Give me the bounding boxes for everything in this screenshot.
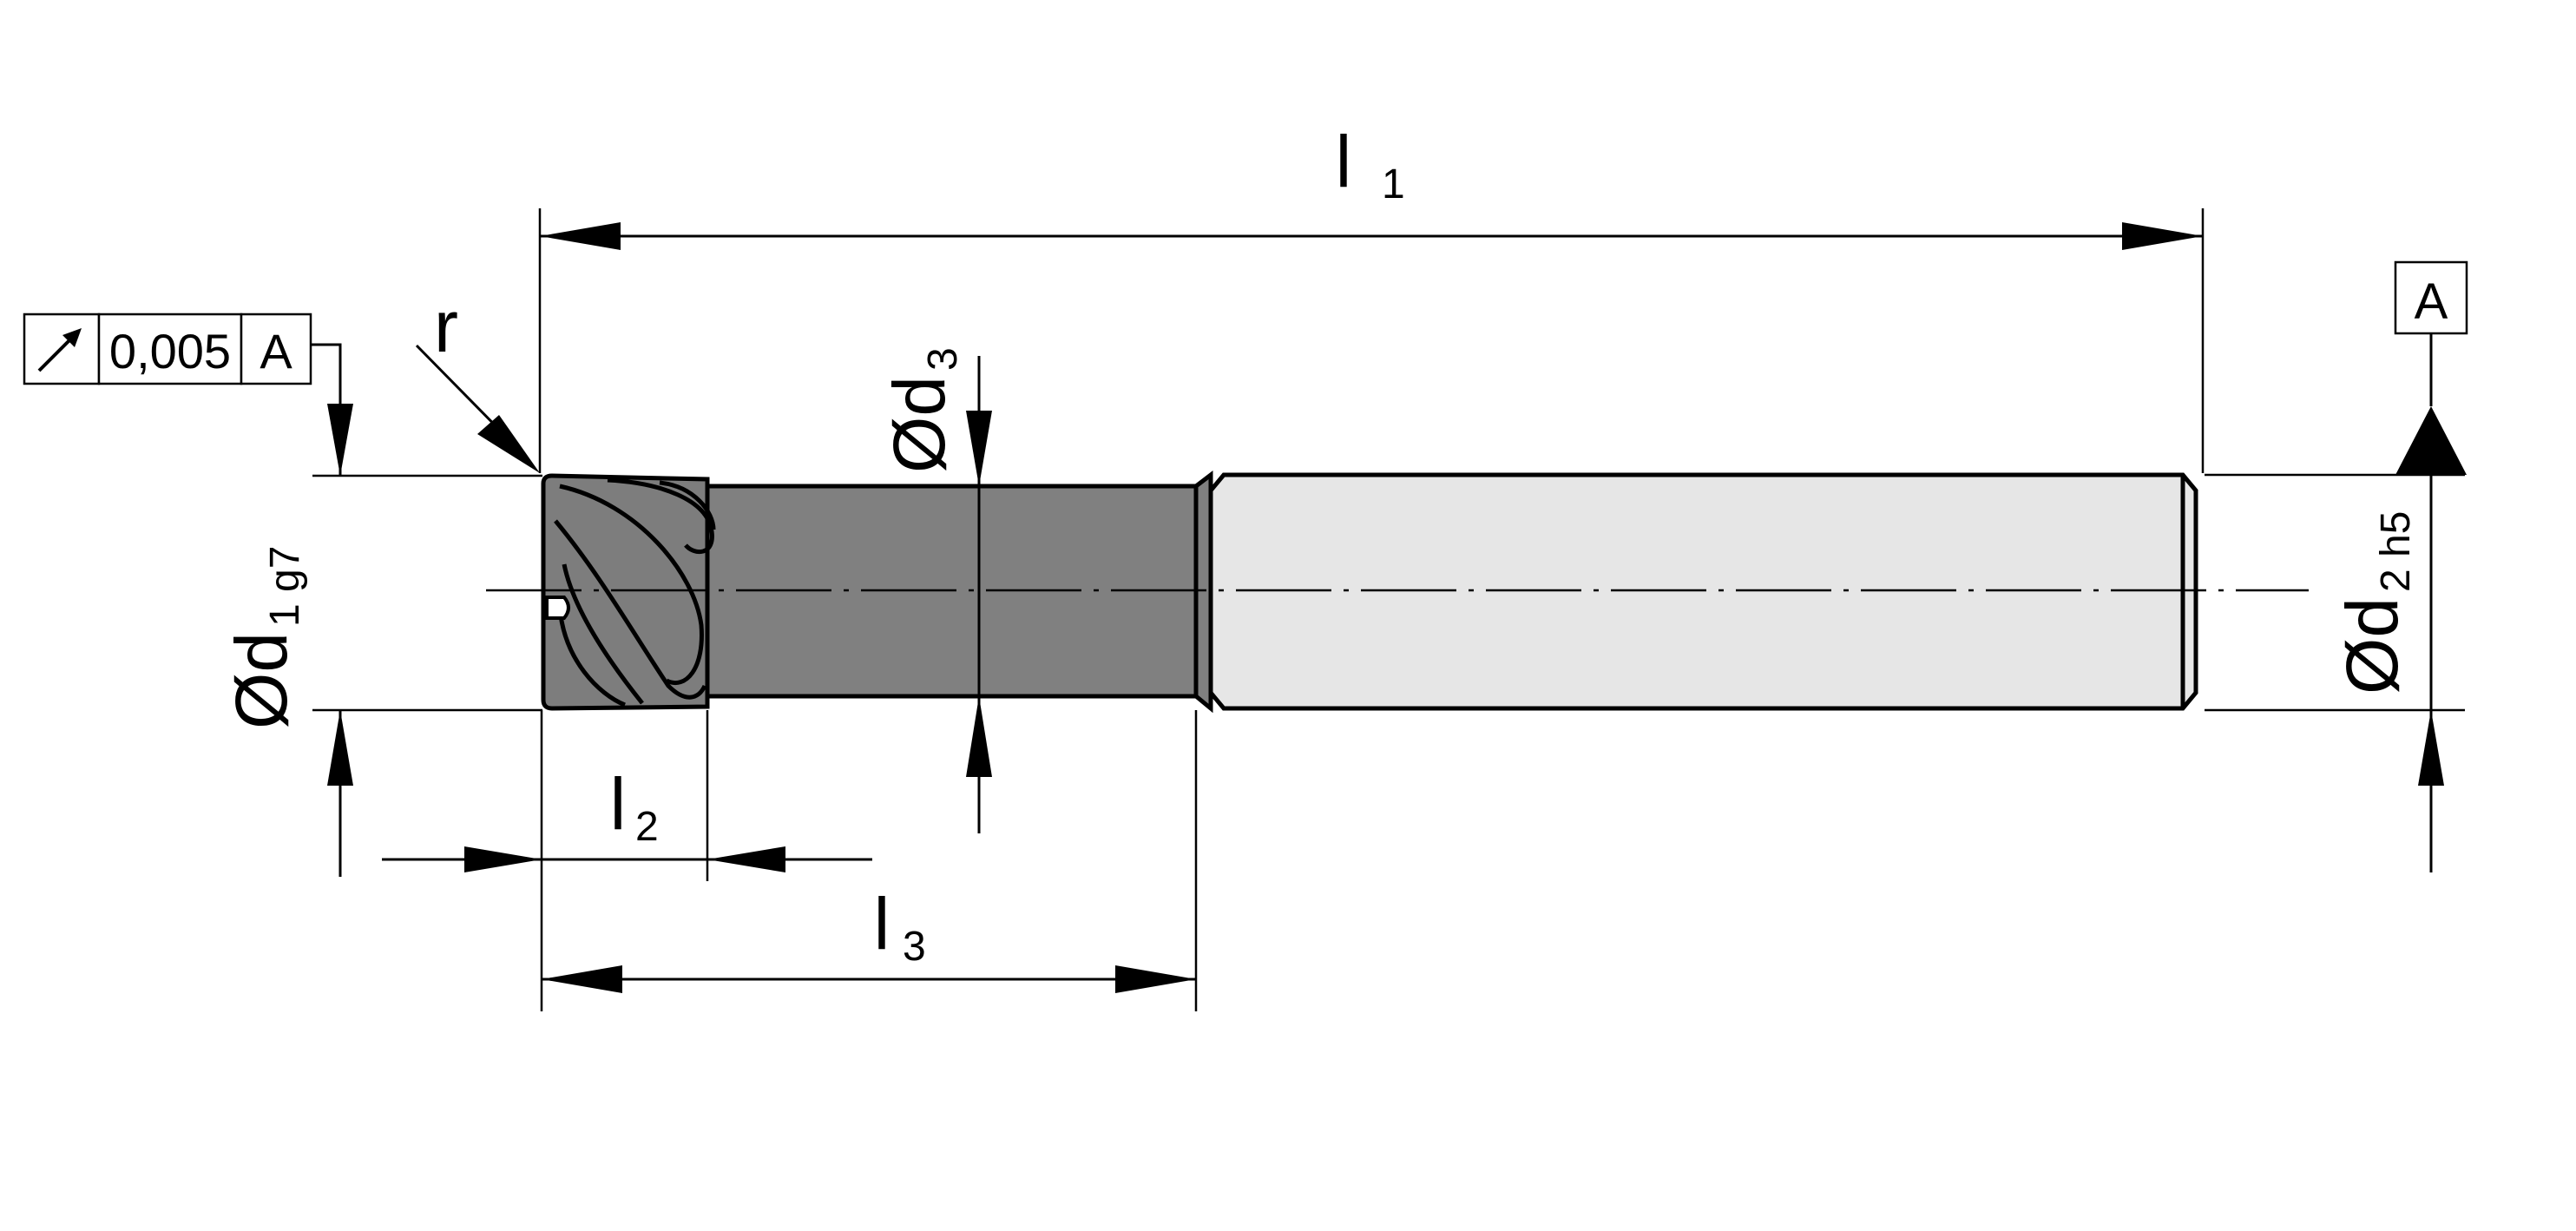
datum-triangle-icon	[2395, 406, 2467, 475]
flutes	[554, 477, 716, 708]
label-l2: l	[610, 763, 627, 845]
label-d2-sub: 2 h5	[2373, 511, 2419, 592]
head-notch	[545, 596, 570, 620]
dimension-l3: l 3	[542, 710, 1198, 1011]
dimension-l2: l 2	[382, 710, 872, 1011]
tolerance-datum: A	[260, 324, 292, 379]
label-r: r	[434, 286, 458, 367]
label-l3-sub: 3	[903, 924, 926, 970]
label-d3: Ød	[878, 376, 960, 473]
dimension-d2: Ød 2 h5	[2205, 473, 2465, 872]
label-l3: l	[874, 883, 890, 964]
runout-arrow-head-icon	[62, 328, 82, 347]
radius-callout: r	[415, 286, 540, 473]
dimension-d1: Ød 1 g7	[220, 365, 542, 877]
tolerance-value: 0,005	[109, 324, 231, 379]
datum-a: A	[2394, 260, 2468, 475]
label-d2: Ød	[2331, 597, 2413, 694]
shank	[1208, 472, 2198, 711]
datum-letter: A	[2415, 273, 2448, 330]
label-l1: l	[1336, 121, 1352, 202]
label-d1: Ød	[220, 632, 302, 729]
tolerance-frame: 0,005 A	[23, 313, 342, 385]
dimension-l1: l 1	[538, 121, 2205, 473]
dimension-d3: Ød 3	[878, 347, 992, 833]
tool-body	[541, 470, 2198, 714]
label-l2-sub: 2	[635, 804, 659, 850]
neck	[700, 470, 1213, 714]
cutting-head	[541, 473, 710, 711]
label-d3-sub: 3	[920, 347, 966, 371]
label-l1-sub: 1	[1382, 161, 1405, 207]
label-d1-sub: 1 g7	[262, 546, 308, 627]
runout-arrow-icon	[37, 334, 76, 372]
